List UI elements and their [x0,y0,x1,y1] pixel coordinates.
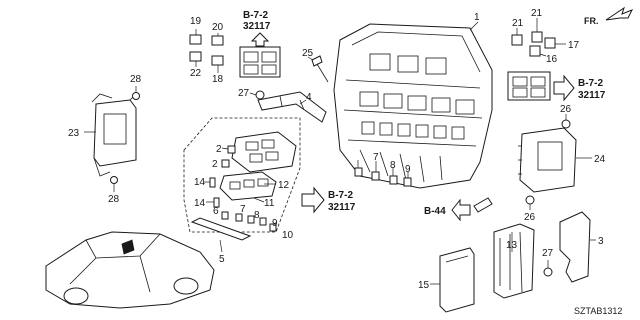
fuses-lower [221,211,277,232]
bolt-25 [307,55,329,83]
part-number-1: 1 [474,12,480,23]
front-direction-arrow: FR. [584,6,634,26]
part-number-9-center: 9 [405,164,411,175]
reference-right-arrow-icon [553,74,575,102]
reference-bottom-section: B-44 [424,206,446,217]
reference-middle-section: B-7-2 [328,190,353,201]
part-number-25: 25 [302,48,314,59]
part-number-27-top: 27 [238,88,250,99]
part-number-28-bottom: 28 [108,194,120,205]
main-fuse-box [333,23,493,189]
part-number-6: 6 [213,206,219,217]
nuts-26 [525,114,571,210]
reference-right-code: 32117 [578,90,606,101]
reference-up-arrow-icon [250,32,270,47]
relay-block-top [239,46,281,78]
reference-top-left-code: 32117 [243,21,271,32]
reference-right-section: B-7-2 [578,78,603,89]
part-number-23: 23 [68,128,80,139]
part-number-labels: 1 3 4 5 6 7 7 8 8 9 9 10 11 12 13 14 14 … [68,8,606,291]
part-number-2-lower: 2 [212,159,218,170]
part-number-20: 20 [212,22,224,33]
part-number-14-lower: 14 [194,198,206,209]
part-number-2-upper: 2 [216,144,222,155]
part-5-strip [190,217,252,253]
reference-bottom: B-44 [424,197,493,222]
part-number-17: 17 [568,40,580,51]
part-number-28-top: 28 [130,74,142,85]
reference-bottom-arrow-icon [451,198,471,222]
part-number-14-upper: 14 [194,177,206,188]
reference-top-left-section: B-7-2 [243,10,268,21]
fuses-left [204,145,236,208]
relays-right [511,18,566,57]
part-number-10: 10 [282,230,294,241]
bracket-4 [257,91,327,123]
relay-block-right [507,71,551,101]
front-arrow-icon [605,6,634,21]
part-number-4: 4 [306,92,312,103]
cover-15 [430,247,475,313]
reference-top-left: B-7-2 32117 [243,10,271,47]
part-number-16: 16 [546,54,558,65]
part-number-8-center: 8 [390,160,396,171]
vehicle-silhouette [45,231,215,309]
part-number-18: 18 [212,74,224,85]
part-number-7-center: 7 [373,152,379,163]
bracket-3 [559,211,596,283]
reference-right: B-7-2 32117 [553,74,606,102]
part-number-19: 19 [190,16,202,27]
part-number-8-lower: 8 [254,210,260,221]
cover-13 [493,223,535,299]
fuses-center [354,160,412,187]
part-number-3: 3 [598,236,604,247]
part-number-12: 12 [278,180,290,191]
nut-27-bottom [543,260,553,277]
part-number-9-lower: 9 [272,218,278,229]
part-number-24: 24 [594,154,606,165]
reference-middle-code: 32117 [328,202,356,213]
sub-fuse-box [219,131,297,203]
nut-27-top [249,90,265,100]
part-number-21-left: 21 [512,18,524,29]
sub-fuse-box-enclosure [183,117,301,233]
part-number-26-bottom: 26 [524,212,536,223]
diagram-code: SZTAB1312 [574,306,622,316]
small-relays-left [189,29,224,73]
part-number-11: 11 [264,198,275,209]
front-direction-label: FR. [584,16,599,26]
part-number-7-lower: 7 [240,204,246,215]
control-unit-23 [84,93,137,177]
part-number-13: 13 [506,240,518,251]
part-number-21-top: 21 [531,8,543,19]
main-fuse-box-body [333,23,493,189]
bolts-28 [110,86,140,192]
module-24 [518,127,592,193]
part-number-27-bottom: 27 [542,248,554,259]
part-number-5: 5 [219,254,225,265]
reference-middle-arrow-icon [301,186,325,214]
part-number-15: 15 [418,280,430,291]
part-number-22: 22 [190,68,202,79]
part-number-26-top: 26 [560,104,572,115]
reference-middle: B-7-2 32117 [301,186,356,214]
